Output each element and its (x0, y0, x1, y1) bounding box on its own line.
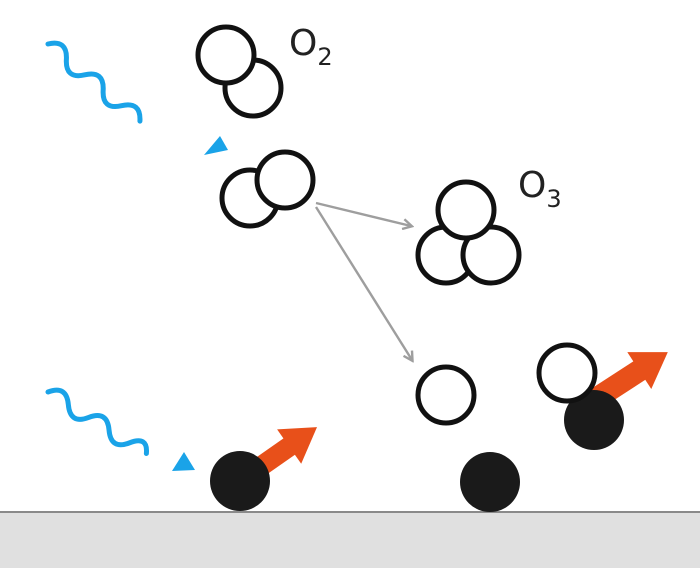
leaving-molecule (536, 342, 668, 450)
photon-wave-icon (45, 387, 195, 471)
o2-molecule (195, 24, 284, 119)
o3-molecule (415, 179, 522, 286)
o2-label: O2 (289, 23, 333, 71)
splitting-o2-molecule (219, 149, 316, 229)
oxygen-atom-icon (415, 364, 477, 426)
oxygen-atom-icon (536, 342, 598, 404)
oxygen-atom-icon (195, 24, 257, 86)
surface-atom-icon (210, 451, 270, 511)
o3-label: O3 (518, 165, 562, 213)
surface (0, 511, 700, 568)
reaction-arrow-icon (315, 201, 411, 226)
oxygen-atom-icon (435, 179, 497, 241)
desorbing-atom (210, 427, 318, 511)
o3-label-base: O (518, 165, 546, 206)
surface-atom-icon (564, 390, 624, 450)
o2-label-base: O (289, 23, 317, 64)
surface-atom-icon (460, 452, 520, 512)
photon-wave-icon (45, 40, 228, 155)
oxygen-atom-icon (254, 149, 316, 211)
reaction-arrow-icon (314, 206, 412, 360)
o3-label-subscript: 3 (546, 185, 561, 213)
o2-label-subscript: 2 (317, 43, 332, 71)
